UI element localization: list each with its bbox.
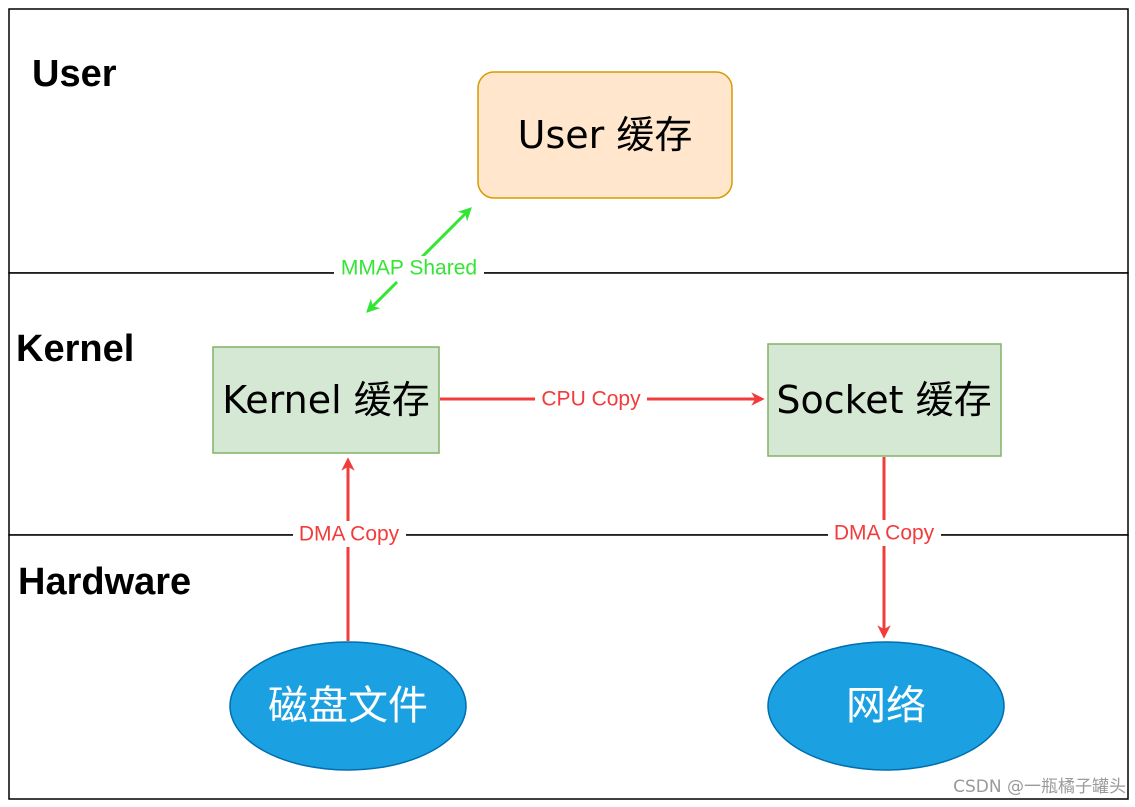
dma-copy-disk-label: DMA Copy	[299, 523, 400, 546]
mmap-shared-label: MMAP Shared	[341, 257, 477, 280]
mmap-shared-label-bg	[334, 256, 484, 280]
cpu-copy-label: CPU Copy	[541, 388, 641, 411]
hardware-layer-title: Hardware	[18, 561, 191, 603]
socket-cache-node	[767, 343, 1002, 457]
user-cache-label: User 缓存	[518, 113, 693, 157]
kernel-cache-node	[212, 346, 440, 454]
network-node	[767, 641, 1005, 771]
disk-file-label: 磁盘文件	[268, 683, 428, 729]
cpu-copy-label-bg	[535, 386, 647, 412]
user-cache-node	[477, 71, 733, 199]
disk-file-node	[229, 641, 467, 771]
dma-copy-net-label: DMA Copy	[834, 522, 935, 545]
dma-copy-net-label-bg	[828, 520, 941, 546]
kernel-cache-label: Kernel 缓存	[222, 378, 429, 422]
socket-cache-label: Socket 缓存	[776, 378, 991, 422]
csdn-watermark: CSDN @一瓶橘子罐头	[953, 777, 1126, 797]
mmap-shared-arrow	[415, 207, 472, 264]
network-label: 网络	[846, 683, 926, 729]
user-layer-title: User	[32, 53, 117, 95]
kernel-layer-title: Kernel	[16, 328, 134, 370]
mmap-shared-arrow-back	[366, 280, 399, 313]
dma-copy-disk-label-bg	[293, 521, 406, 547]
